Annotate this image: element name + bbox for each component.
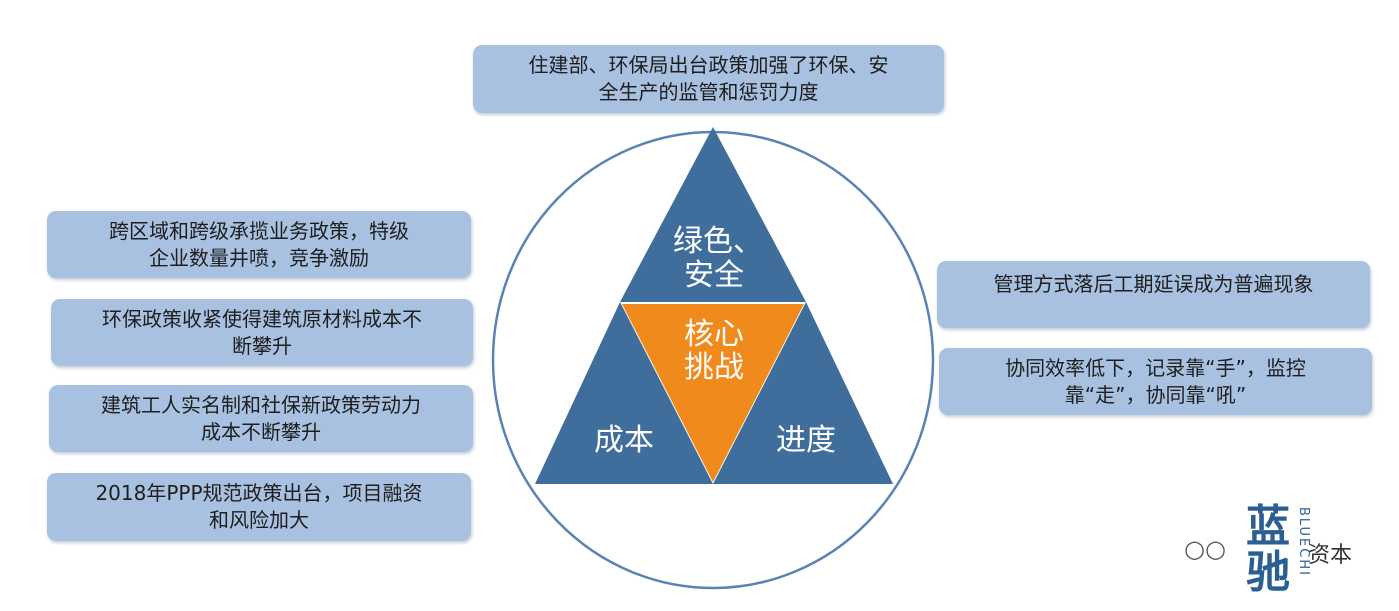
- triangle-center-core: [622, 304, 804, 482]
- left-box-ppp: 2018年PPP规范政策出台，项目融资 和风险加大: [47, 473, 471, 541]
- watermark: ○○ 蓝 驰 BLUECHI 资本: [1180, 505, 1390, 605]
- label-cost: 成本: [594, 423, 654, 458]
- left-box-materials: 环保政策收紧使得建筑原材料成本不 断攀升: [51, 299, 473, 366]
- left-box-labor-line-1: 建筑工人实名制和社保新政策劳动力: [101, 392, 421, 417]
- left-box-materials-line-2: 断攀升: [232, 333, 292, 358]
- watermark-brand-side: BLUECHI: [1296, 507, 1311, 577]
- label-green: 绿色、: [673, 224, 763, 259]
- left-box-ppp-line-1: 2018年PPP规范政策出台，项目融资: [95, 481, 423, 505]
- top-policy-line-2: 全生产的监管和惩罚力度: [598, 80, 819, 104]
- left-box-labor: 建筑工人实名制和社保新政策劳动力 成本不断攀升: [49, 385, 473, 452]
- triangle-top-green-safety: [620, 127, 806, 302]
- right-box-management-line-1: 管理方式落后工期延误成为普遍现象: [993, 272, 1314, 296]
- left-box-ppp-line-2: 和风险加大: [209, 508, 309, 532]
- left-box-competition-line-1: 跨区域和跨级承揽业务政策，特级: [109, 218, 409, 243]
- right-box-collaboration-line-1: 协同效率低下，记录靠“手”，监控: [1005, 355, 1306, 380]
- label-challenge: 挑战: [684, 350, 744, 385]
- top-policy-line-1: 住建部、环保局出台政策加强了环保、安: [528, 53, 889, 77]
- label-schedule: 进度: [776, 423, 836, 458]
- label-core: 核心: [684, 317, 744, 352]
- label-safety: 安全: [684, 258, 744, 293]
- left-box-materials-line-1: 环保政策收紧使得建筑原材料成本不: [102, 306, 422, 331]
- watermark-text: 资本: [1308, 543, 1353, 568]
- watermark-brand-bottom: 驰: [1246, 547, 1290, 598]
- left-box-competition: 跨区域和跨级承揽业务政策，特级 企业数量井喷，竞争激励: [47, 211, 471, 278]
- left-box-labor-line-2: 成本不断攀升: [201, 419, 321, 444]
- top-policy-box: 住建部、环保局出台政策加强了环保、安 全生产的监管和惩罚力度: [473, 45, 944, 113]
- watermark-brand-top: 蓝: [1246, 501, 1290, 552]
- triangle-right-schedule: [713, 302, 893, 484]
- right-box-collaboration-line-2: 靠“走”，协同靠“吼”: [1064, 382, 1247, 407]
- right-box-collaboration: 协同效率低下，记录靠“手”，监控 靠“走”，协同靠“吼”: [939, 348, 1372, 415]
- right-box-management: 管理方式落后工期延误成为普遍现象: [937, 261, 1370, 328]
- wechat-icon: ○○: [1184, 535, 1226, 563]
- triangle-left-cost: [535, 302, 713, 484]
- left-box-competition-line-2: 企业数量井喷，竞争激励: [149, 245, 369, 270]
